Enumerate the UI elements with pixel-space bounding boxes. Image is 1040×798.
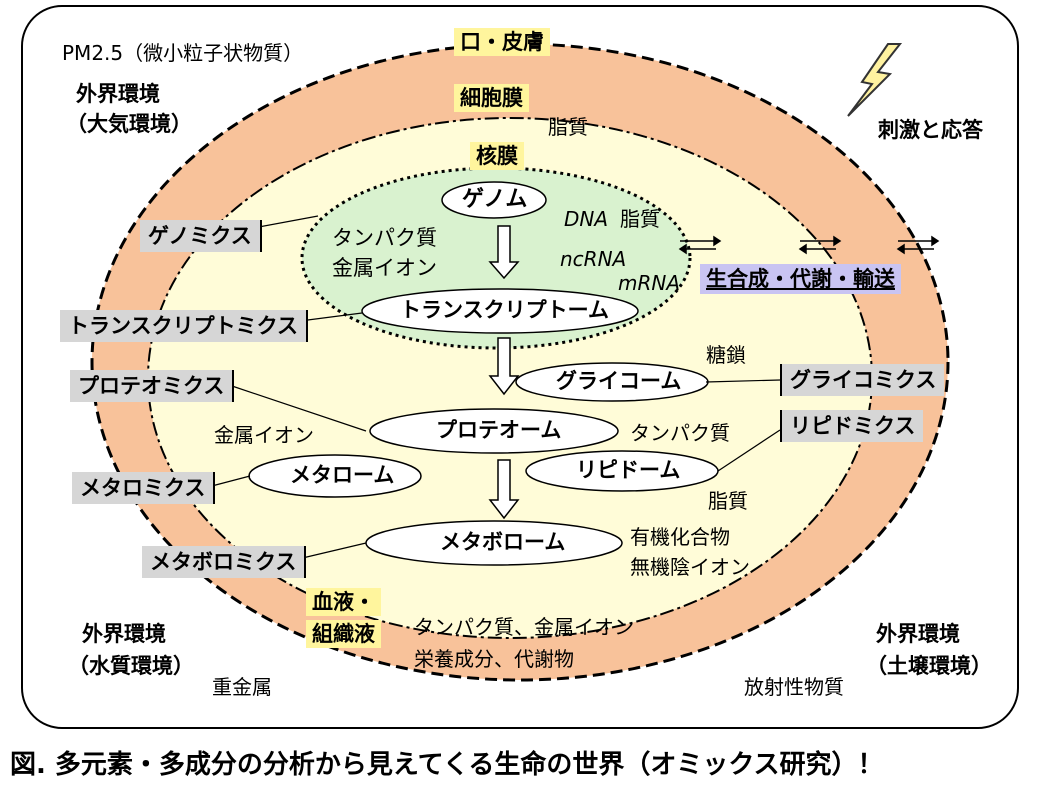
transcriptome-ellipse [361,288,639,334]
organic-compound-label: 有機化合物 [630,525,730,549]
metabolome-label: メタボローム [440,530,566,554]
line-proteomics [231,385,367,432]
biosynthesis-label: 生合成・代謝・輸送 [700,264,901,295]
metalome-label: メタローム [290,463,395,487]
dna-label: DNA [564,207,609,231]
genome-ellipse [441,181,547,219]
outer-env-air-label: 外界環境 [76,82,160,106]
lipid-bottom-label: 脂質 [708,489,748,513]
sugar-chain-label: 糖鎖 [706,343,746,367]
proteome-label: プロテオーム [436,418,562,442]
transcriptomics-label: トランスクリプトミクス [60,310,308,343]
radioactive-label: 放射性物質 [744,675,844,699]
nutrients-line2-label: 栄養成分、代謝物 [414,647,574,671]
outer-env-soil-label: 外界環境 [876,622,960,646]
arrow-proteome-metabolome [488,459,520,520]
lipid-nucleus-label: 脂質 [620,207,660,231]
metallomics-label: メタロミクス [72,472,216,505]
arrow-genome-transcriptome [488,225,520,280]
nutrients-line1-label: タンパク質、金属イオン [414,615,634,639]
blood-label: 血液・ [306,588,381,617]
heavy-metal-label: 重金属 [212,675,272,699]
tissue-fluid-label: 組織液 [306,620,381,649]
metal-ion-nucleus-label: 金属イオン [332,256,437,280]
inorganic-anion-label: 無機陰イオン [630,555,750,579]
lipidome-label: リピドーム [576,458,681,482]
mrna-label: mRNA [618,271,681,295]
line-lipidomics [717,429,781,472]
pm25-label: PM2.5（微小粒子状物質） [62,41,304,65]
line-transcriptomics [299,312,363,322]
lipidomics-label: リピドミクス [780,410,924,443]
metabolomics-label: メタボロミクス [142,546,307,579]
lightning-icon [847,43,903,117]
outer-env-water-label: 外界環境 [82,622,166,646]
protein-label: タンパク質 [630,421,730,445]
lipid-top-label: 脂質 [548,115,588,139]
genomics-label: ゲノミクス [140,220,262,253]
mouth-skin-label: 口・皮膚 [454,28,550,57]
metal-ion-label: 金属イオン [214,423,314,447]
protein-nucleus-label: タンパク質 [332,226,437,250]
figure-caption: 図. 多元素・多成分の分析から見えてくる生命の世界（オミックス研究）！ [10,750,884,780]
stimulus-response-label: 刺激と応答 [878,118,983,142]
frame-border [21,5,1019,729]
proteome-ellipse [369,408,619,454]
ncrna-label: ncRNA [560,247,627,271]
nuclear-membrane-label: 核膜 [470,142,524,171]
glycomics-label: グライコミクス [780,364,945,397]
arrow-transcriptome-proteome [488,337,520,396]
line-glycomics [705,379,781,383]
outer-env-air-sub-label: （大気環境） [66,112,192,136]
glycome-label: グライコーム [556,369,682,393]
genome-label: ゲノム [462,187,528,212]
proteomics-label: プロテオミクス [70,370,235,403]
transcriptome-label: トランスクリプトーム [400,298,609,322]
outer-env-water-sub-label: （水質環境） [68,654,194,678]
cell-membrane-label: 細胞膜 [454,84,529,113]
outer-env-soil-sub-label: （土壌環境） [866,654,992,678]
